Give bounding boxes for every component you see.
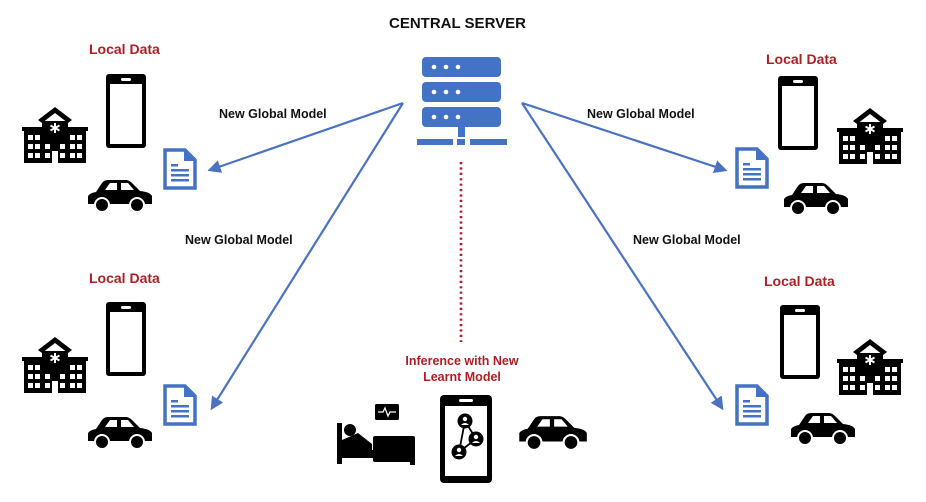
inference-label: Inference with New Learnt Model [392,353,532,385]
client-bottom-right [735,305,904,446]
arrow-label-top-right: New Global Model [587,107,695,121]
hospital-icon [21,106,89,164]
car-icon [791,413,855,446]
smartphone-icon [780,305,820,379]
client-top-left-label: Local Data [89,41,160,57]
inference-devices [337,395,587,483]
client-bottom-right-label: Local Data [764,273,835,289]
arrow-label-bottom-right: New Global Model [633,233,741,247]
hospital-icon [21,336,89,394]
client-top-right [735,76,904,216]
client-top-left [21,74,197,213]
document-icon [735,147,769,189]
arrow-to-bottom-right [521,102,724,411]
arrow-to-top-right [521,101,728,173]
client-bottom-left-label: Local Data [89,270,160,286]
inference-label-line1: Inference with New [405,354,519,368]
document-icon [163,384,197,426]
smartphone-icon [778,76,818,150]
arrow-label-bottom-left: New Global Model [185,233,293,247]
car-icon [88,417,152,450]
hospital-icon [836,107,904,165]
arrow-label-top-left: New Global Model [219,107,327,121]
smartphone-icon [106,74,146,148]
client-top-right-label: Local Data [766,51,837,67]
phone-network-icon [440,395,492,483]
car-icon [88,180,152,213]
patient-bed-monitor-icon [337,404,415,465]
document-icon [163,148,197,190]
arrow-to-top-left [207,101,404,173]
inference-label-line2: Learnt Model [423,370,501,384]
server-rack-icon [417,57,507,145]
arrow-to-bottom-left [210,102,404,411]
car-icon [784,183,848,216]
model-distribution-arrows [207,101,728,411]
smartphone-icon [106,302,146,376]
document-icon [735,384,769,426]
central-server-title: CENTRAL SERVER [389,15,526,32]
central-server [417,57,507,145]
car-icon [519,416,587,451]
client-bottom-left [21,302,197,450]
hospital-icon [836,338,904,396]
